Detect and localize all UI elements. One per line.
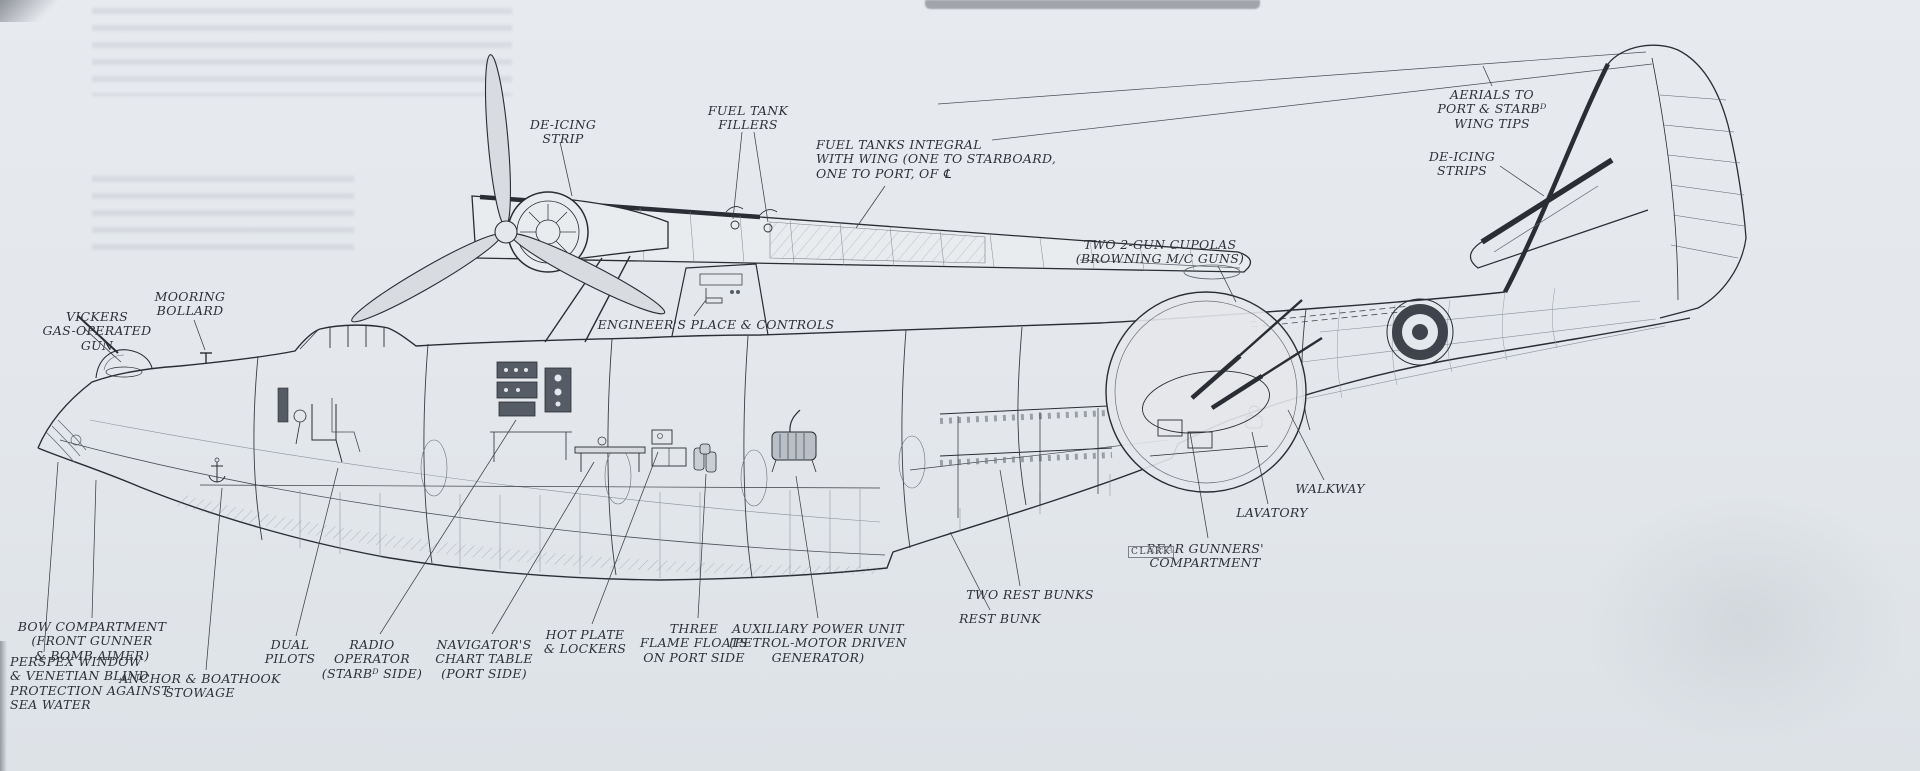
propeller — [351, 54, 666, 323]
scan-corner — [0, 0, 70, 22]
navigator-table — [574, 436, 646, 472]
artist-signature: CLARK — [1128, 546, 1175, 558]
tail-fin — [1503, 44, 1747, 319]
wing — [471, 194, 1252, 280]
rest-bunks — [939, 405, 1113, 518]
page-showthrough-text — [92, 176, 354, 260]
page-showthrough-text — [92, 8, 512, 96]
scan-smudge — [925, 0, 1260, 9]
scan-mottle — [1580, 490, 1910, 750]
nose-glazing — [45, 419, 87, 463]
cockpit-canopy — [299, 325, 385, 350]
raf-roundel — [1386, 298, 1454, 366]
wing-pylon — [671, 263, 769, 337]
scan-edge — [0, 641, 7, 771]
tailplane — [1469, 157, 1649, 269]
apu — [771, 409, 817, 473]
radio-equipment — [490, 361, 572, 462]
leader-lines — [43, 65, 1545, 671]
flame-floats — [693, 443, 717, 473]
aerial-wires — [937, 51, 1653, 141]
interior-structure — [172, 308, 1311, 578]
hot-plate-lockers — [651, 429, 687, 467]
bow-turret — [77, 315, 153, 379]
anchor-part — [208, 457, 226, 483]
mooring-bollard-part — [200, 352, 212, 364]
pilot-seats — [277, 387, 361, 463]
gun-cupola — [1105, 291, 1323, 493]
